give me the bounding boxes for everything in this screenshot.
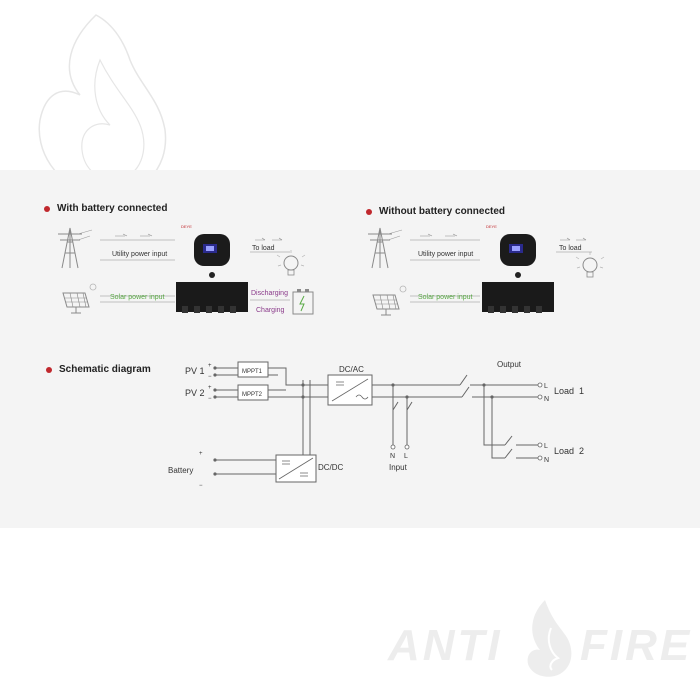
discharging-label: Discharging: [251, 290, 288, 297]
heading-with-battery-text: With battery connected: [57, 203, 168, 214]
mppt2-label: MPPT2: [242, 392, 263, 398]
output-label: Output: [497, 360, 522, 369]
dcdc-label: DC/DC: [318, 463, 344, 472]
solar-input-label: Solar power input: [418, 294, 473, 301]
utility-input-label: Utility power input: [112, 251, 167, 258]
dcac-label: DC/AC: [339, 365, 364, 374]
content-panel: [0, 170, 700, 528]
load1-label: Load 1: [554, 386, 584, 396]
battery-icon: [292, 289, 314, 315]
bullet-icon: [366, 208, 372, 215]
pv1-plus: +: [208, 363, 212, 369]
charging-label: Charging: [256, 307, 285, 314]
solar-input-label: Solar power input: [110, 294, 165, 301]
battery-label: Battery: [168, 466, 193, 475]
load2-l-label: L: [544, 443, 548, 450]
input-n-label: N: [390, 453, 395, 460]
bullet-icon: [44, 205, 50, 212]
brand-mark: DEYE: [486, 224, 497, 229]
watermark-right-text: FIRE: [580, 621, 692, 670]
pv1-minus: −: [208, 374, 212, 380]
brand-mark: DEYE: [181, 224, 192, 229]
heading-without-battery: Without battery connected: [366, 206, 505, 217]
pv2-label: PV 2: [185, 388, 205, 398]
mppt2-box: [237, 384, 269, 401]
heading-schematic-text: Schematic diagram: [59, 364, 151, 375]
heading-schematic: Schematic diagram: [46, 364, 151, 375]
flow-without-battery: DEYE Utility power input Solar power inp…: [367, 224, 605, 316]
battery-minus: −: [199, 483, 203, 489]
load1-l-label: L: [544, 383, 548, 390]
pv2-plus: +: [208, 385, 212, 391]
mppt1-label: MPPT1: [242, 369, 263, 375]
load2-label: Load 2: [554, 446, 584, 456]
watermark-left-text: ANTI: [387, 621, 503, 670]
battery-plus: +: [199, 451, 203, 457]
utility-input-label: Utility power input: [418, 251, 473, 258]
mppt1-box: [237, 361, 269, 378]
to-load-label: To load: [559, 245, 582, 252]
to-load-label: To load: [252, 245, 275, 252]
heading-with-battery: With battery connected: [44, 203, 167, 214]
flame-icon: [527, 600, 572, 677]
flow-with-battery: DEYE Utility power input Solar power inp…: [57, 224, 314, 315]
input-label: Input: [389, 463, 408, 472]
bullet-icon: [46, 366, 52, 373]
pv2-minus: −: [208, 396, 212, 402]
input-l-label: L: [404, 453, 408, 460]
load1-n-label: N: [544, 396, 549, 403]
load2-n-label: N: [544, 457, 549, 464]
pv1-label: PV 1: [185, 366, 205, 376]
heading-without-battery-text: Without battery connected: [379, 206, 506, 217]
